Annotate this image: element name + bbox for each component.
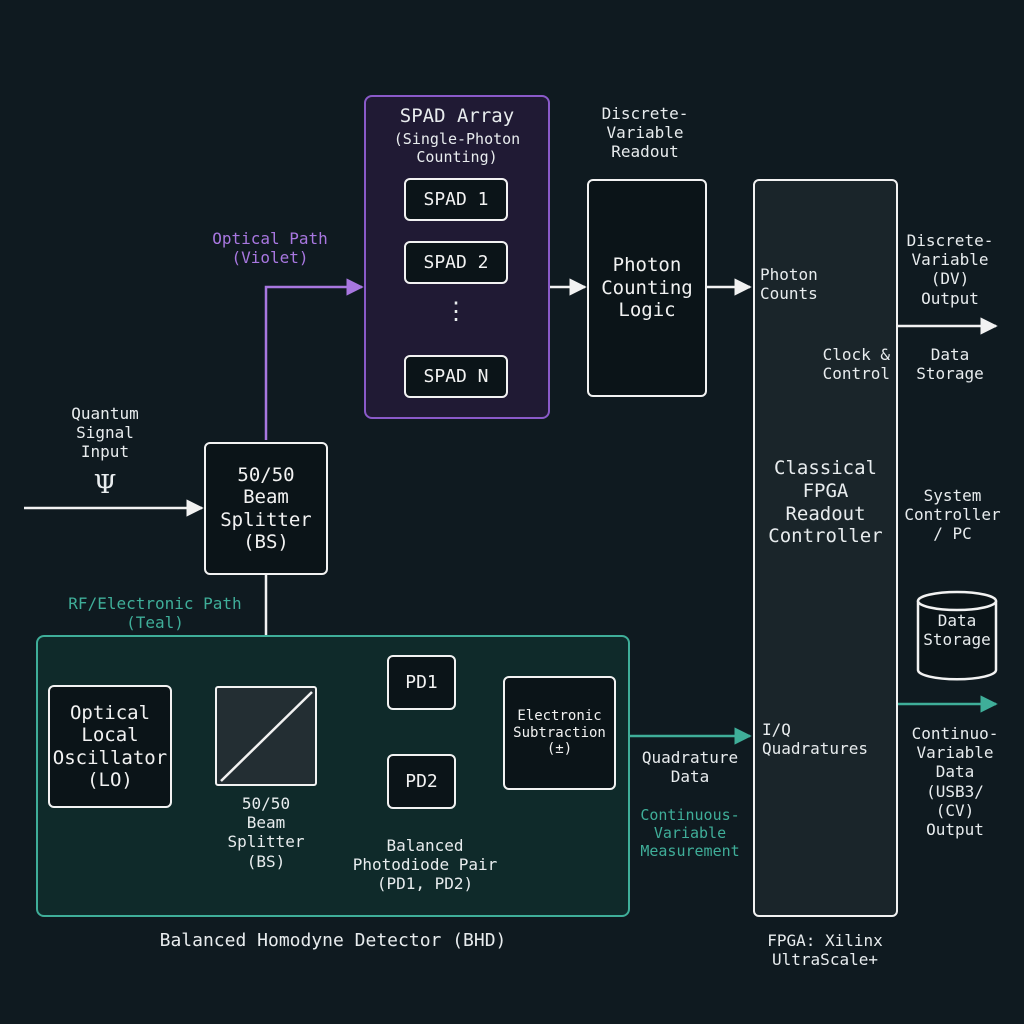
bhd-title: Balanced Homodyne Detector (BHD) bbox=[159, 930, 507, 951]
fpga-iq: I/Q Quadratures bbox=[762, 720, 868, 759]
fpga-photon-counts: Photon Counts bbox=[760, 265, 818, 304]
optical-path-line bbox=[264, 278, 364, 440]
beam-splitter-2[interactable] bbox=[215, 686, 317, 786]
fpga-title: Classical FPGA Readout Controller bbox=[768, 457, 883, 548]
photon-counting-logic[interactable]: Photon Counting Logic bbox=[587, 179, 707, 397]
rf-path-label: RF/Electronic Path (Teal) bbox=[68, 594, 242, 633]
data-storage-cylinder-label: Data Storage bbox=[923, 611, 991, 650]
spad-array-title: SPAD Array bbox=[399, 105, 515, 127]
pd2[interactable]: PD2 bbox=[387, 754, 456, 809]
spad-1[interactable]: SPAD 1 bbox=[404, 178, 508, 221]
fpga-clock-control: Clock & Control bbox=[822, 345, 890, 384]
data-storage-cylinder bbox=[916, 590, 998, 681]
fpga-caption: FPGA: Xilinx UltraScale+ bbox=[767, 931, 883, 970]
electronic-subtraction[interactable]: Electronic Subtraction (±) bbox=[503, 676, 616, 790]
spad-n[interactable]: SPAD N bbox=[404, 355, 508, 398]
pd-pair-label: Balanced Photodiode Pair (PD1, PD2) bbox=[352, 836, 498, 894]
pd1[interactable]: PD1 bbox=[387, 655, 456, 710]
quantum-signal-label: Quantum Signal Input bbox=[71, 404, 139, 462]
quadrature-data-label: Quadrature Data bbox=[641, 748, 739, 787]
data-storage-text: Data Storage bbox=[916, 345, 984, 384]
dv-readout-label: Discrete- Variable Readout bbox=[601, 104, 689, 162]
system-controller-label: System Controller / PC bbox=[904, 486, 1001, 544]
beam-splitter-1[interactable]: 50/50 Beam Splitter (BS) bbox=[204, 442, 328, 575]
optical-path-label: Optical Path (Violet) bbox=[212, 229, 328, 268]
spad-ellipsis: ⋮ bbox=[444, 297, 468, 325]
dv-output-label: Discrete- Variable (DV) Output bbox=[906, 231, 994, 308]
optical-local-oscillator[interactable]: Optical Local Oscillator (LO) bbox=[48, 685, 172, 808]
spad-array-subtitle: (Single-Photon Counting) bbox=[393, 130, 521, 166]
spad-2[interactable]: SPAD 2 bbox=[404, 241, 508, 284]
fpga-controller[interactable] bbox=[753, 179, 898, 917]
cv-measurement-label: Continuous- Variable Measurement bbox=[640, 806, 740, 860]
beam-splitter-diagonal-icon bbox=[219, 690, 313, 782]
cv-output-label: Continuo- Variable Data (USB3/ (CV) Outp… bbox=[911, 724, 999, 839]
bs2-label: 50/50 Beam Splitter (BS) bbox=[227, 794, 305, 871]
psi-symbol: Ψ bbox=[93, 470, 117, 500]
